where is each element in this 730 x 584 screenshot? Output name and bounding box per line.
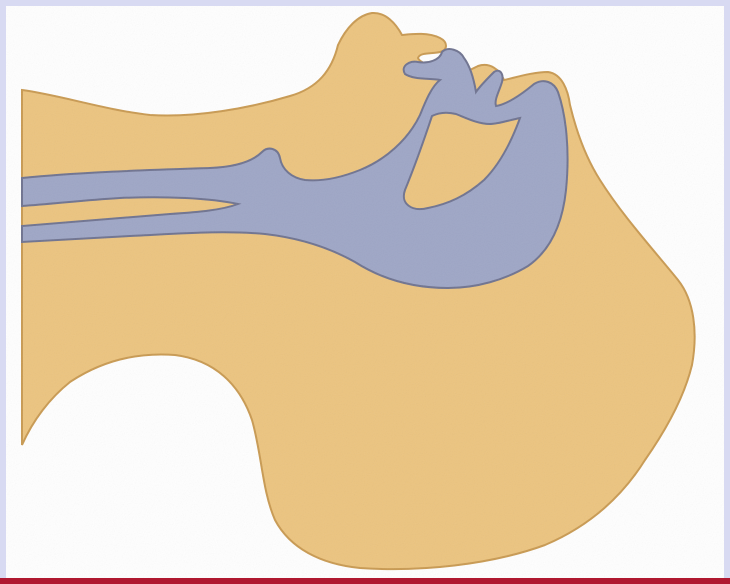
bottom-accent-bar: [0, 578, 730, 584]
